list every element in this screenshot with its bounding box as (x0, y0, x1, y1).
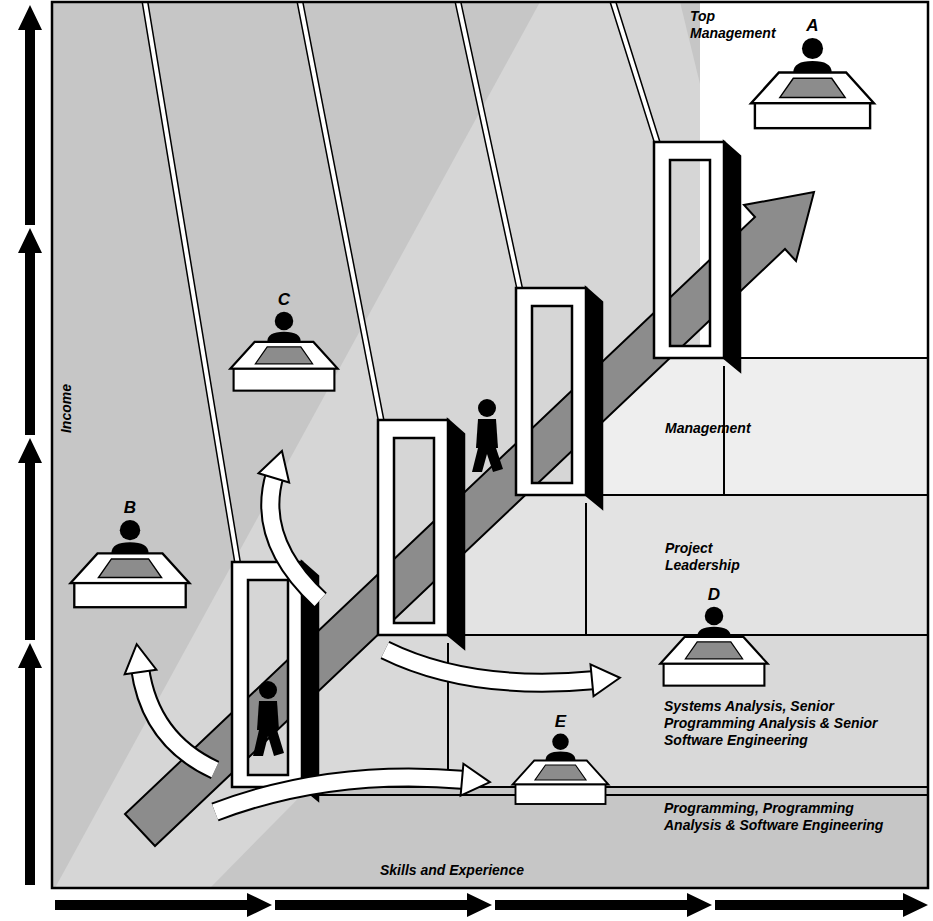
desk-figure (225, 310, 343, 394)
frame-ground (52, 2, 928, 888)
income-axis (18, 5, 42, 885)
skills-axis (55, 893, 928, 917)
perspective-lines (145, 2, 658, 565)
walking-figure (472, 399, 503, 472)
workstation: B (65, 498, 195, 611)
level-label: Management (665, 420, 815, 437)
branch-arrows (140, 474, 596, 812)
axis-label: Income (58, 374, 75, 444)
frame-border (52, 2, 928, 888)
systems-band (302, 635, 928, 787)
desk-figure (655, 605, 773, 689)
desk-letter: D (708, 585, 720, 605)
level-label: Systems Analysis, Senior Programming Ana… (664, 698, 926, 749)
walking-figure (253, 681, 284, 756)
doors (232, 142, 740, 800)
desk-letter: B (124, 498, 136, 518)
level-label: Programming, Programming Analysis & Soft… (664, 800, 914, 834)
workstation: C (225, 290, 343, 394)
axis-label: Skills and Experience (380, 862, 600, 879)
desk-letter: E (555, 712, 566, 732)
level-label: Top Management (690, 8, 782, 42)
workstation: E (508, 712, 613, 807)
desk-letter: C (278, 290, 290, 310)
desk-figure (745, 36, 880, 132)
project-band (448, 495, 928, 635)
desk-figure (508, 732, 613, 807)
level-label: Project Leadership (665, 540, 765, 574)
desk-figure (65, 518, 195, 611)
workstation: D (655, 585, 773, 689)
desk-letter: A (806, 16, 818, 36)
